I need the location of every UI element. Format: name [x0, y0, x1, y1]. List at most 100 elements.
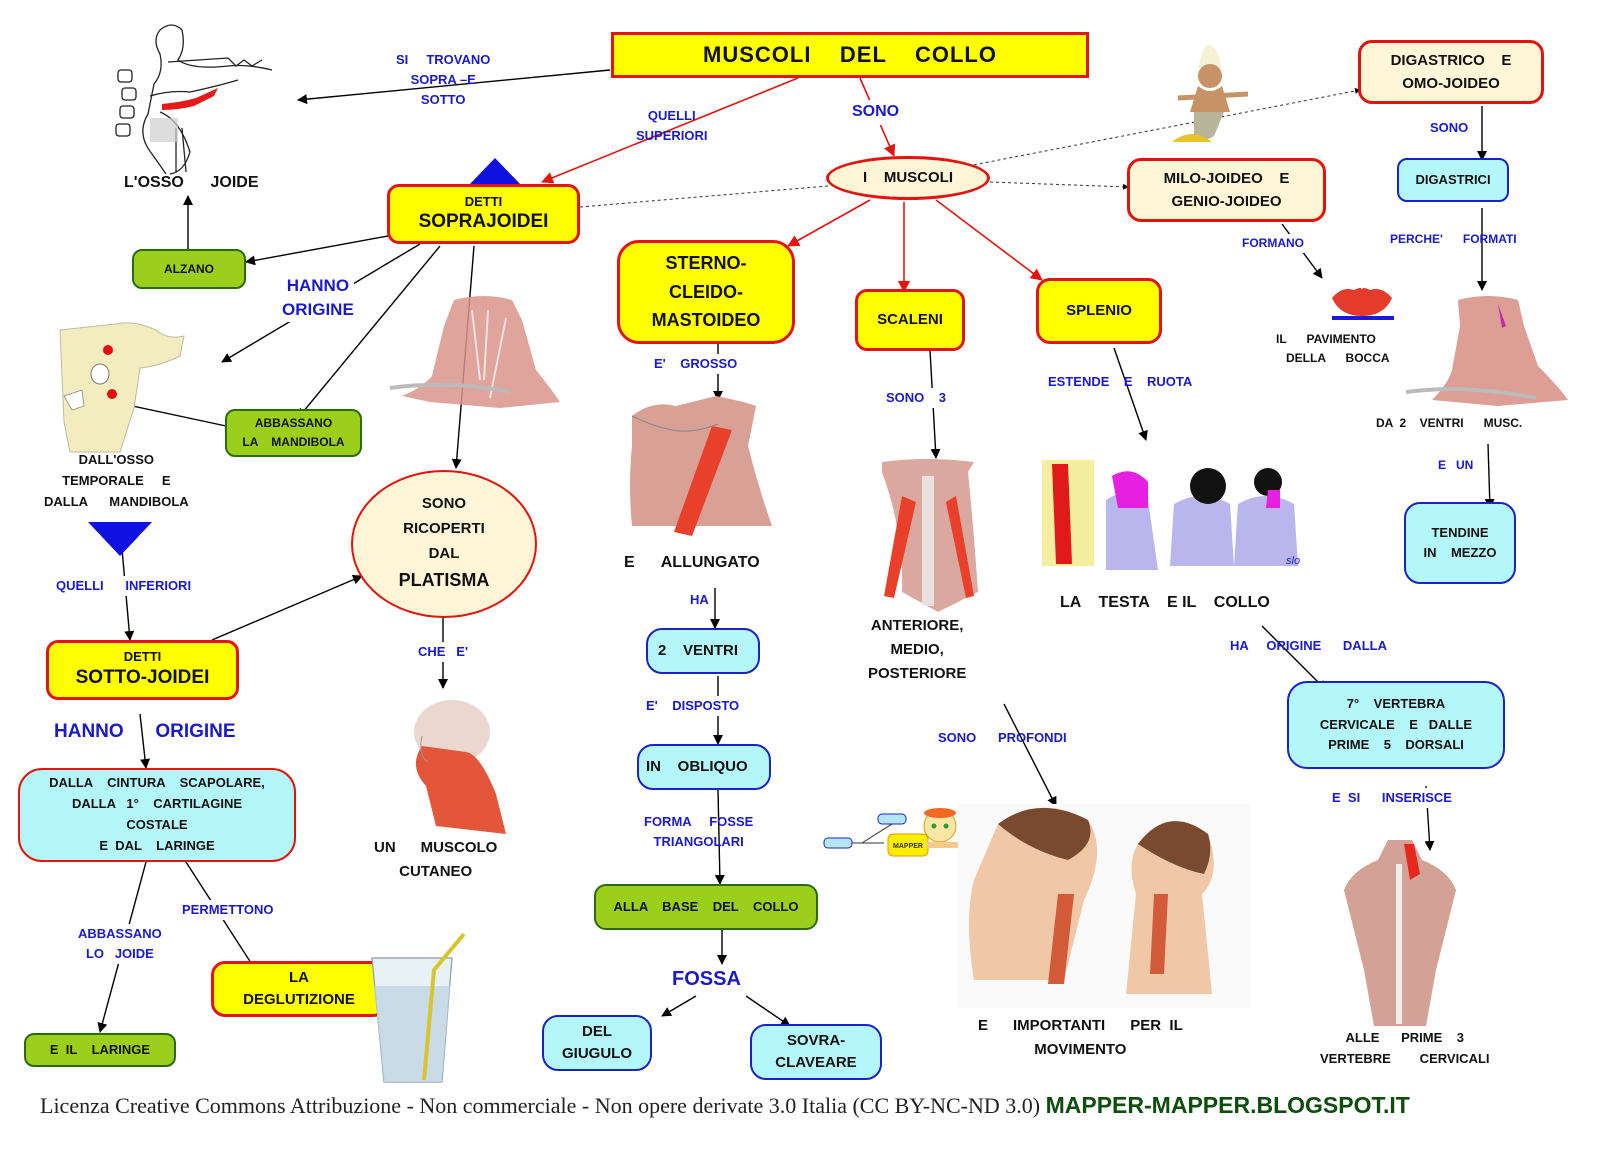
link-muscoli-sterno	[787, 199, 871, 247]
node-deglutizione[interactable]: LA DEGLUTIZIONE	[211, 961, 387, 1017]
node-alla-base-del-collo[interactable]: ALLA BASE DEL COLLO	[594, 884, 818, 930]
lips-icon	[1332, 288, 1394, 320]
node-in-obliquo-text: IN OBLIQUO	[646, 758, 748, 776]
text-anteriore-medio-posteriore: ANTERIORE, MEDIO, POSTERIORE	[868, 617, 967, 682]
mapper-badge-text: MAPPER	[893, 843, 923, 850]
link-sotto-platisma	[211, 574, 363, 641]
node-digastrici-text: DIGASTRICI	[1415, 171, 1491, 187]
node-deglutizione-text: LA DEGLUTIZIONE	[243, 968, 355, 1009]
text-muscolo-cutaneo: UN MUSCOLO CUTANEO	[374, 839, 498, 880]
node-e-il-laringe[interactable]: E IL LARINGE	[24, 1033, 176, 1067]
text-importanti-movimento: E IMPORTANTI PER IL MOVIMENTO	[978, 1017, 1183, 1058]
deep-neck-muscles-photo	[958, 804, 1250, 1008]
label-formano: FORMANO	[1242, 234, 1304, 253]
title-text: MUSCOLI DEL COLLO	[703, 41, 997, 67]
link-origine-deglutizione	[185, 861, 263, 981]
node-alzano-text: ALZANO	[164, 261, 214, 276]
node-origine-sottojoidei[interactable]: DALLA CINTURA SCAPOLARE, DALLA 1° CARTIL…	[18, 768, 296, 862]
node-soprajoidei-caption: DETTI	[464, 194, 503, 209]
label-perche-formati: PERCHE' FORMATI	[1390, 232, 1517, 246]
node-del-giugulo[interactable]: DEL GIUGULO	[542, 1015, 652, 1071]
node-due-ventri[interactable]: 2 VENTRI	[646, 628, 760, 674]
label-si-trovano: SI TROVANO SOPRA –E SOTTO	[396, 52, 491, 108]
node-i-muscoli-text: I MUSCOLI	[863, 169, 953, 187]
node-tendine-in-mezzo-text: TENDINE IN MEZZO	[1423, 524, 1497, 560]
label-sono-top: SONO	[852, 100, 900, 125]
label-e-grosso: E' GROSSO	[654, 354, 738, 375]
platysma-head-illustration	[414, 700, 506, 834]
text-pavimento-bocca: IL PAVIMENTO DELLA BOCCA	[1276, 332, 1390, 366]
label-e-si-inserisce: E SI INSERISCE	[1332, 788, 1452, 809]
node-digastrici[interactable]: DIGASTRICI	[1397, 158, 1509, 202]
node-alzano[interactable]: ALZANO	[132, 249, 246, 289]
node-abbassano-mandibola-text: ABBASSANO LA MANDIBOLA	[242, 415, 345, 449]
link-posteriore-profondi	[1003, 703, 1057, 807]
sternocleidomastoid-illustration	[630, 396, 772, 536]
blue-triangle-up-icon	[470, 158, 520, 184]
node-soprajoidei-title: SOPRAJOIDEI	[418, 211, 549, 233]
node-in-obliquo[interactable]: IN OBLIQUO	[637, 744, 771, 790]
label-sono-profondi: SONO PROFONDI	[938, 730, 1067, 745]
label-e-un: E UN	[1438, 456, 1474, 475]
digastric-neck-illustration	[1405, 296, 1568, 406]
glass-with-straw	[371, 932, 466, 1083]
node-milo-genio-joideo-text: MILO-JOIDEO E GENIO-JOIDEO	[1163, 169, 1290, 210]
node-origine-sottojoidei-text: DALLA CINTURA SCAPOLARE, DALLA 1° CARTIL…	[49, 775, 265, 853]
label-quelli-superiori: QUELLI SUPERIORI	[636, 108, 708, 144]
node-platisma-title: PLATISMA	[398, 570, 490, 591]
node-sottojoidei-title: SOTTO-JOIDEI	[75, 667, 210, 689]
link-dotted-milo	[989, 181, 1129, 190]
link-title-joide	[297, 69, 611, 105]
node-platisma-text: SONO RICOPERTI DAL	[403, 495, 485, 562]
node-settima-vertebra-text: 7° VERTEBRA CERVICALE E DALLE PRIME 5 DO…	[1319, 695, 1473, 753]
node-sottojoidei[interactable]: DETTI SOTTO-JOIDEI	[46, 640, 239, 700]
node-tendine-in-mezzo[interactable]: TENDINE IN MEZZO	[1404, 502, 1516, 584]
text-testa-collo: LA TESTA E IL COLLO	[1060, 594, 1270, 611]
node-platisma[interactable]: SONO RICOPERTI DAL PLATISMA	[351, 470, 537, 618]
label-ha-origine-dalla: HA ORIGINE DALLA	[1230, 638, 1387, 653]
node-soprajoidei[interactable]: DETTI SOPRAJOIDEI	[387, 184, 580, 244]
link-fossa-giugulo	[661, 995, 697, 1017]
site-link[interactable]: MAPPER-MAPPER.BLOGSPOT.IT	[1045, 1092, 1410, 1118]
label-forma-fosse: FORMA FOSSE TRIANGOLARI	[644, 814, 754, 850]
label-che-e: CHE E'	[418, 642, 469, 663]
text-osso-joide: L'OSSO JOIDE	[124, 174, 259, 191]
link-muscoli-splenio	[935, 199, 1043, 281]
text-allungato: E ALLUNGATO	[624, 554, 760, 571]
scalene-muscles-illustration	[882, 459, 978, 612]
node-i-muscoli[interactable]: I MUSCOLI	[826, 156, 990, 200]
blue-triangle-down-icon	[88, 522, 152, 556]
link-obliquo-base	[714, 789, 725, 885]
link-dotted-sopra	[579, 185, 829, 208]
node-sovraclaveare[interactable]: SOVRA- CLAVEARE	[750, 1024, 882, 1080]
text-due-ventri-musc: DA 2 VENTRI MUSC.	[1376, 416, 1523, 430]
link-fossa-sovra	[745, 995, 791, 1027]
label-fossa: FOSSA	[672, 968, 741, 990]
node-settima-vertebra[interactable]: 7° VERTEBRA CERVICALE E DALLE PRIME 5 DO…	[1287, 681, 1505, 769]
label-sono-digastrici: SONO	[1430, 118, 1469, 139]
mapper-mascot: MAPPER	[823, 808, 968, 857]
node-sternocleidomastoideo[interactable]: STERNO- CLEIDO- MASTOIDEO	[617, 240, 795, 344]
link-sopra-alzano	[245, 235, 389, 266]
label-hanno-origine-sotto: HANNO ORIGINE	[54, 721, 236, 742]
splenius-head-rotation-illustration: slo	[1042, 460, 1300, 570]
node-splenio-text: SPLENIO	[1066, 302, 1132, 320]
label-hanno-origine-sopra: HANNO ORIGINE	[282, 274, 354, 322]
node-sternocleidomastoideo-text: STERNO- CLEIDO- MASTOIDEO	[651, 252, 761, 331]
node-abbassano-mandibola[interactable]: ABBASSANO LA MANDIBOLA	[225, 409, 362, 457]
node-sovraclaveare-text: SOVRA- CLAVEARE	[775, 1031, 857, 1072]
node-milo-genio-joideo[interactable]: MILO-JOIDEO E GENIO-JOIDEO	[1127, 158, 1326, 222]
node-due-ventri-text: 2 VENTRI	[658, 642, 739, 660]
node-scaleni[interactable]: SCALENI	[855, 289, 965, 351]
label-e-disposto: E' DISPOSTO	[646, 696, 740, 717]
title-node[interactable]: MUSCOLI DEL COLLO	[611, 32, 1089, 78]
node-digastrico-omojoideo[interactable]: DIGASTRICO E OMO-JOIDEO	[1358, 40, 1544, 104]
node-splenio[interactable]: SPLENIO	[1036, 278, 1162, 344]
hyoid-muscle-highlight	[162, 88, 218, 110]
node-scaleni-text: SCALENI	[877, 311, 943, 329]
node-del-giugulo-text: DEL GIUGULO	[562, 1022, 632, 1063]
node-alla-base-del-collo-text: ALLA BASE DEL COLLO	[613, 898, 799, 914]
label-estende-ruota: ESTENDE E RUOTA	[1048, 374, 1193, 389]
skull-temporal-mandible-illustration	[59, 322, 185, 453]
